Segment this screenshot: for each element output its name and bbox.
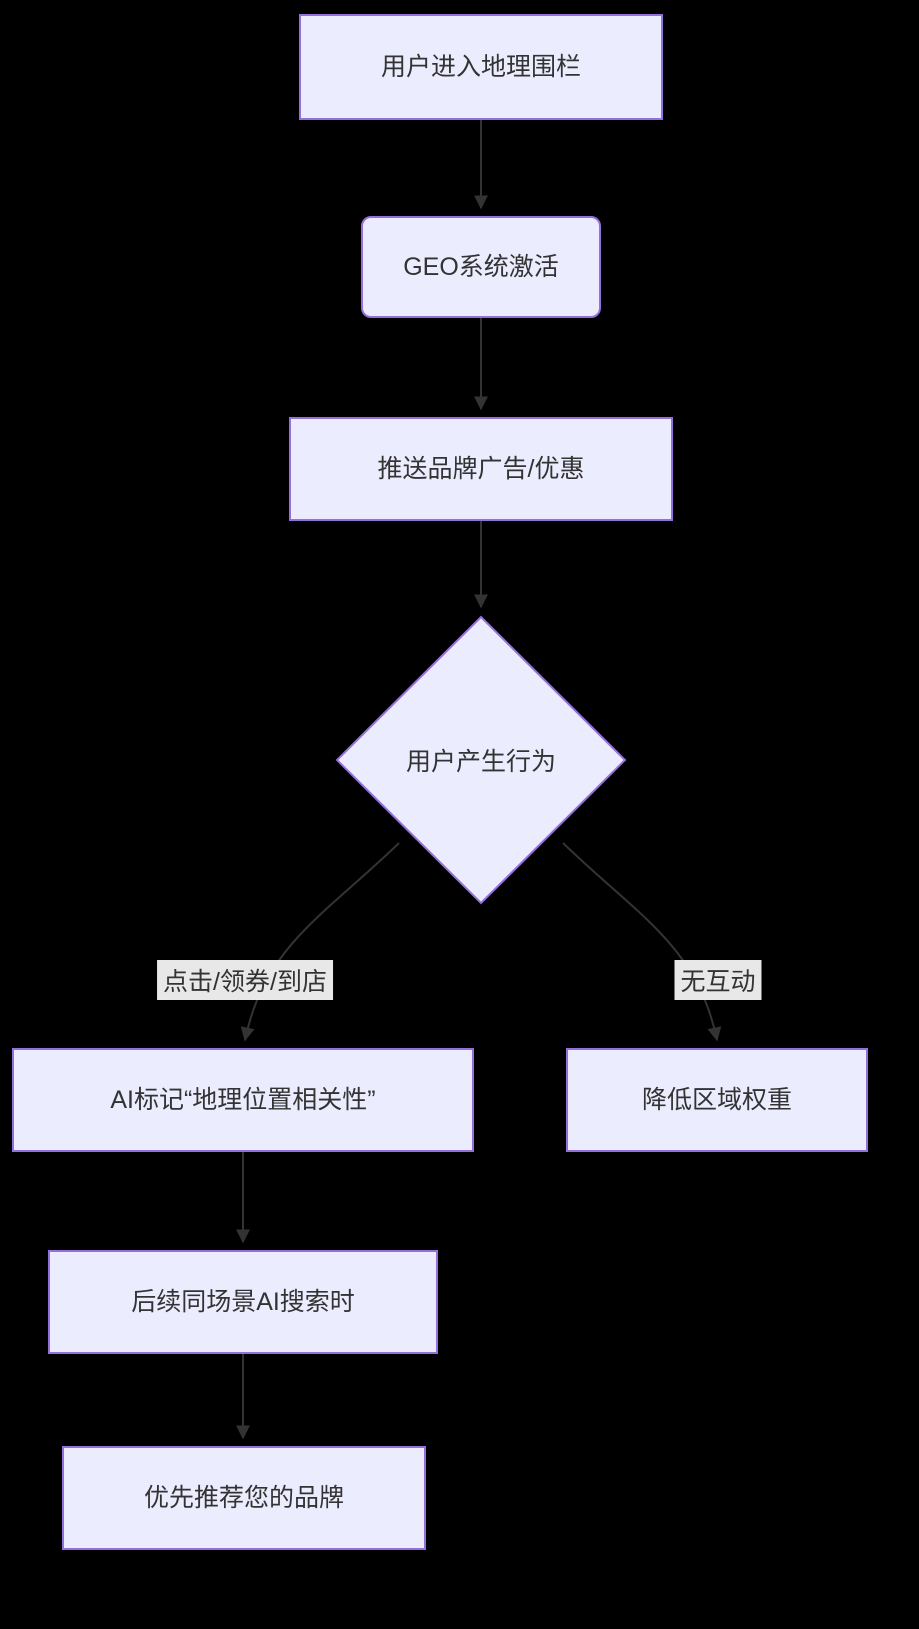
node-recommend-brand-label: 优先推荐您的品牌 xyxy=(143,1483,344,1512)
edge-label-interaction: 点击/领券/到店 xyxy=(157,960,333,1000)
node-reduce-weight-label: 降低区域权重 xyxy=(641,1085,792,1114)
diamond-shape xyxy=(335,615,627,905)
node-user-behavior: 用户产生行为 xyxy=(335,615,627,905)
node-enter-geofence: 用户进入地理围栏 xyxy=(299,14,663,120)
edge-behavior-to-ai-mark xyxy=(240,842,400,1042)
node-reduce-weight: 降低区域权重 xyxy=(566,1048,868,1152)
node-geo-activated: GEO系统激活 xyxy=(361,216,601,318)
node-subsequent-search-label: 后续同场景AI搜索时 xyxy=(131,1287,355,1316)
node-geo-activated-label: GEO系统激活 xyxy=(403,252,559,281)
node-push-ads-label: 推送品牌广告/优惠 xyxy=(377,454,585,483)
node-user-behavior-label: 用户产生行为 xyxy=(405,748,556,776)
edge-behavior-to-reduce xyxy=(562,842,722,1042)
node-ai-mark: AI标记“地理位置相关性” xyxy=(12,1048,474,1152)
edge-label-no-interaction: 无互动 xyxy=(674,960,762,1000)
node-recommend-brand: 优先推荐您的品牌 xyxy=(62,1446,426,1550)
node-ai-mark-label: AI标记“地理位置相关性” xyxy=(110,1085,376,1114)
node-subsequent-search: 后续同场景AI搜索时 xyxy=(48,1250,438,1354)
node-push-ads: 推送品牌广告/优惠 xyxy=(289,417,673,521)
node-enter-geofence-label: 用户进入地理围栏 xyxy=(380,52,581,81)
